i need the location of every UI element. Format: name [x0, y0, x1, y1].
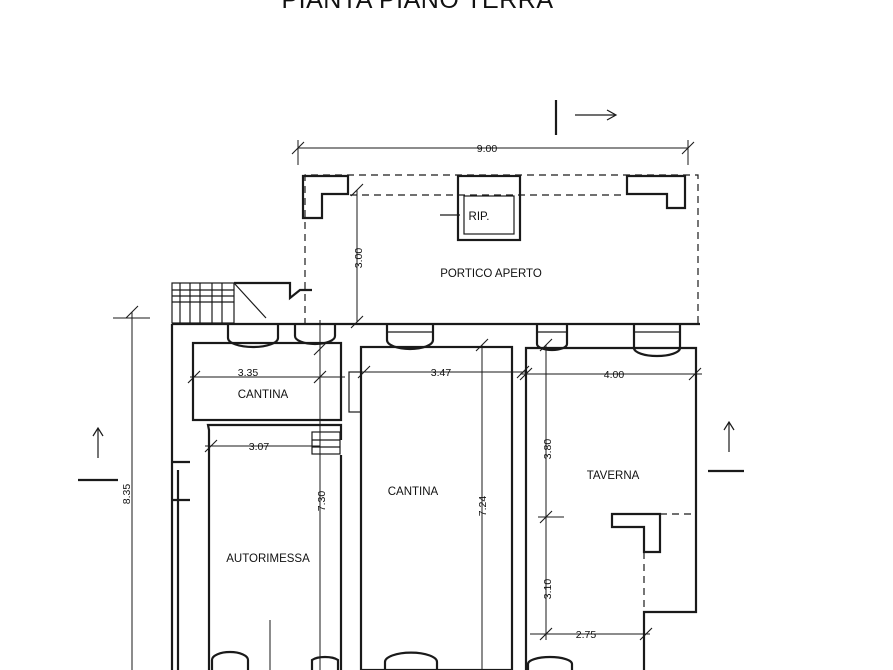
dim-cantina-large-width: 3.47 [431, 367, 452, 379]
dim-cantina-small-width: 3.35 [238, 367, 259, 379]
section-marker-top [554, 100, 618, 135]
label-cantina-large: CANTINA [388, 486, 439, 498]
label-autorimessa: AUTORIMESSA [226, 553, 310, 565]
label-taverna: TAVERNA [587, 470, 640, 482]
dim-portico-depth: 3.00 [353, 248, 365, 269]
building-walls [170, 322, 700, 670]
dim-taverna-lower-width: 2.75 [576, 629, 597, 641]
dim-total-depth: 8.35 [121, 484, 133, 505]
plan-title: PIANTA PIANO TERRA [281, 0, 554, 14]
portico-outline [291, 140, 699, 329]
dim-taverna-depth: 3.80 [542, 439, 554, 460]
section-marker-right [708, 420, 744, 473]
dim-taverna-width: 4.00 [604, 369, 625, 381]
section-marker-left [78, 426, 118, 482]
label-cantina-small: CANTINA [238, 389, 289, 401]
room-dimensions [113, 305, 702, 670]
dim-autorimessa-depth: 7.30 [316, 491, 328, 512]
label-portico: PORTICO APERTO [440, 268, 542, 280]
label-rip: RIP. [469, 211, 490, 223]
dim-cantina-large-depth: 7.24 [477, 496, 489, 517]
dim-autorimessa-width: 3.07 [249, 441, 270, 453]
dim-portico-width: 9.00 [477, 143, 498, 155]
dim-taverna-lower-depth: 3.10 [542, 579, 554, 600]
stair [171, 281, 312, 324]
